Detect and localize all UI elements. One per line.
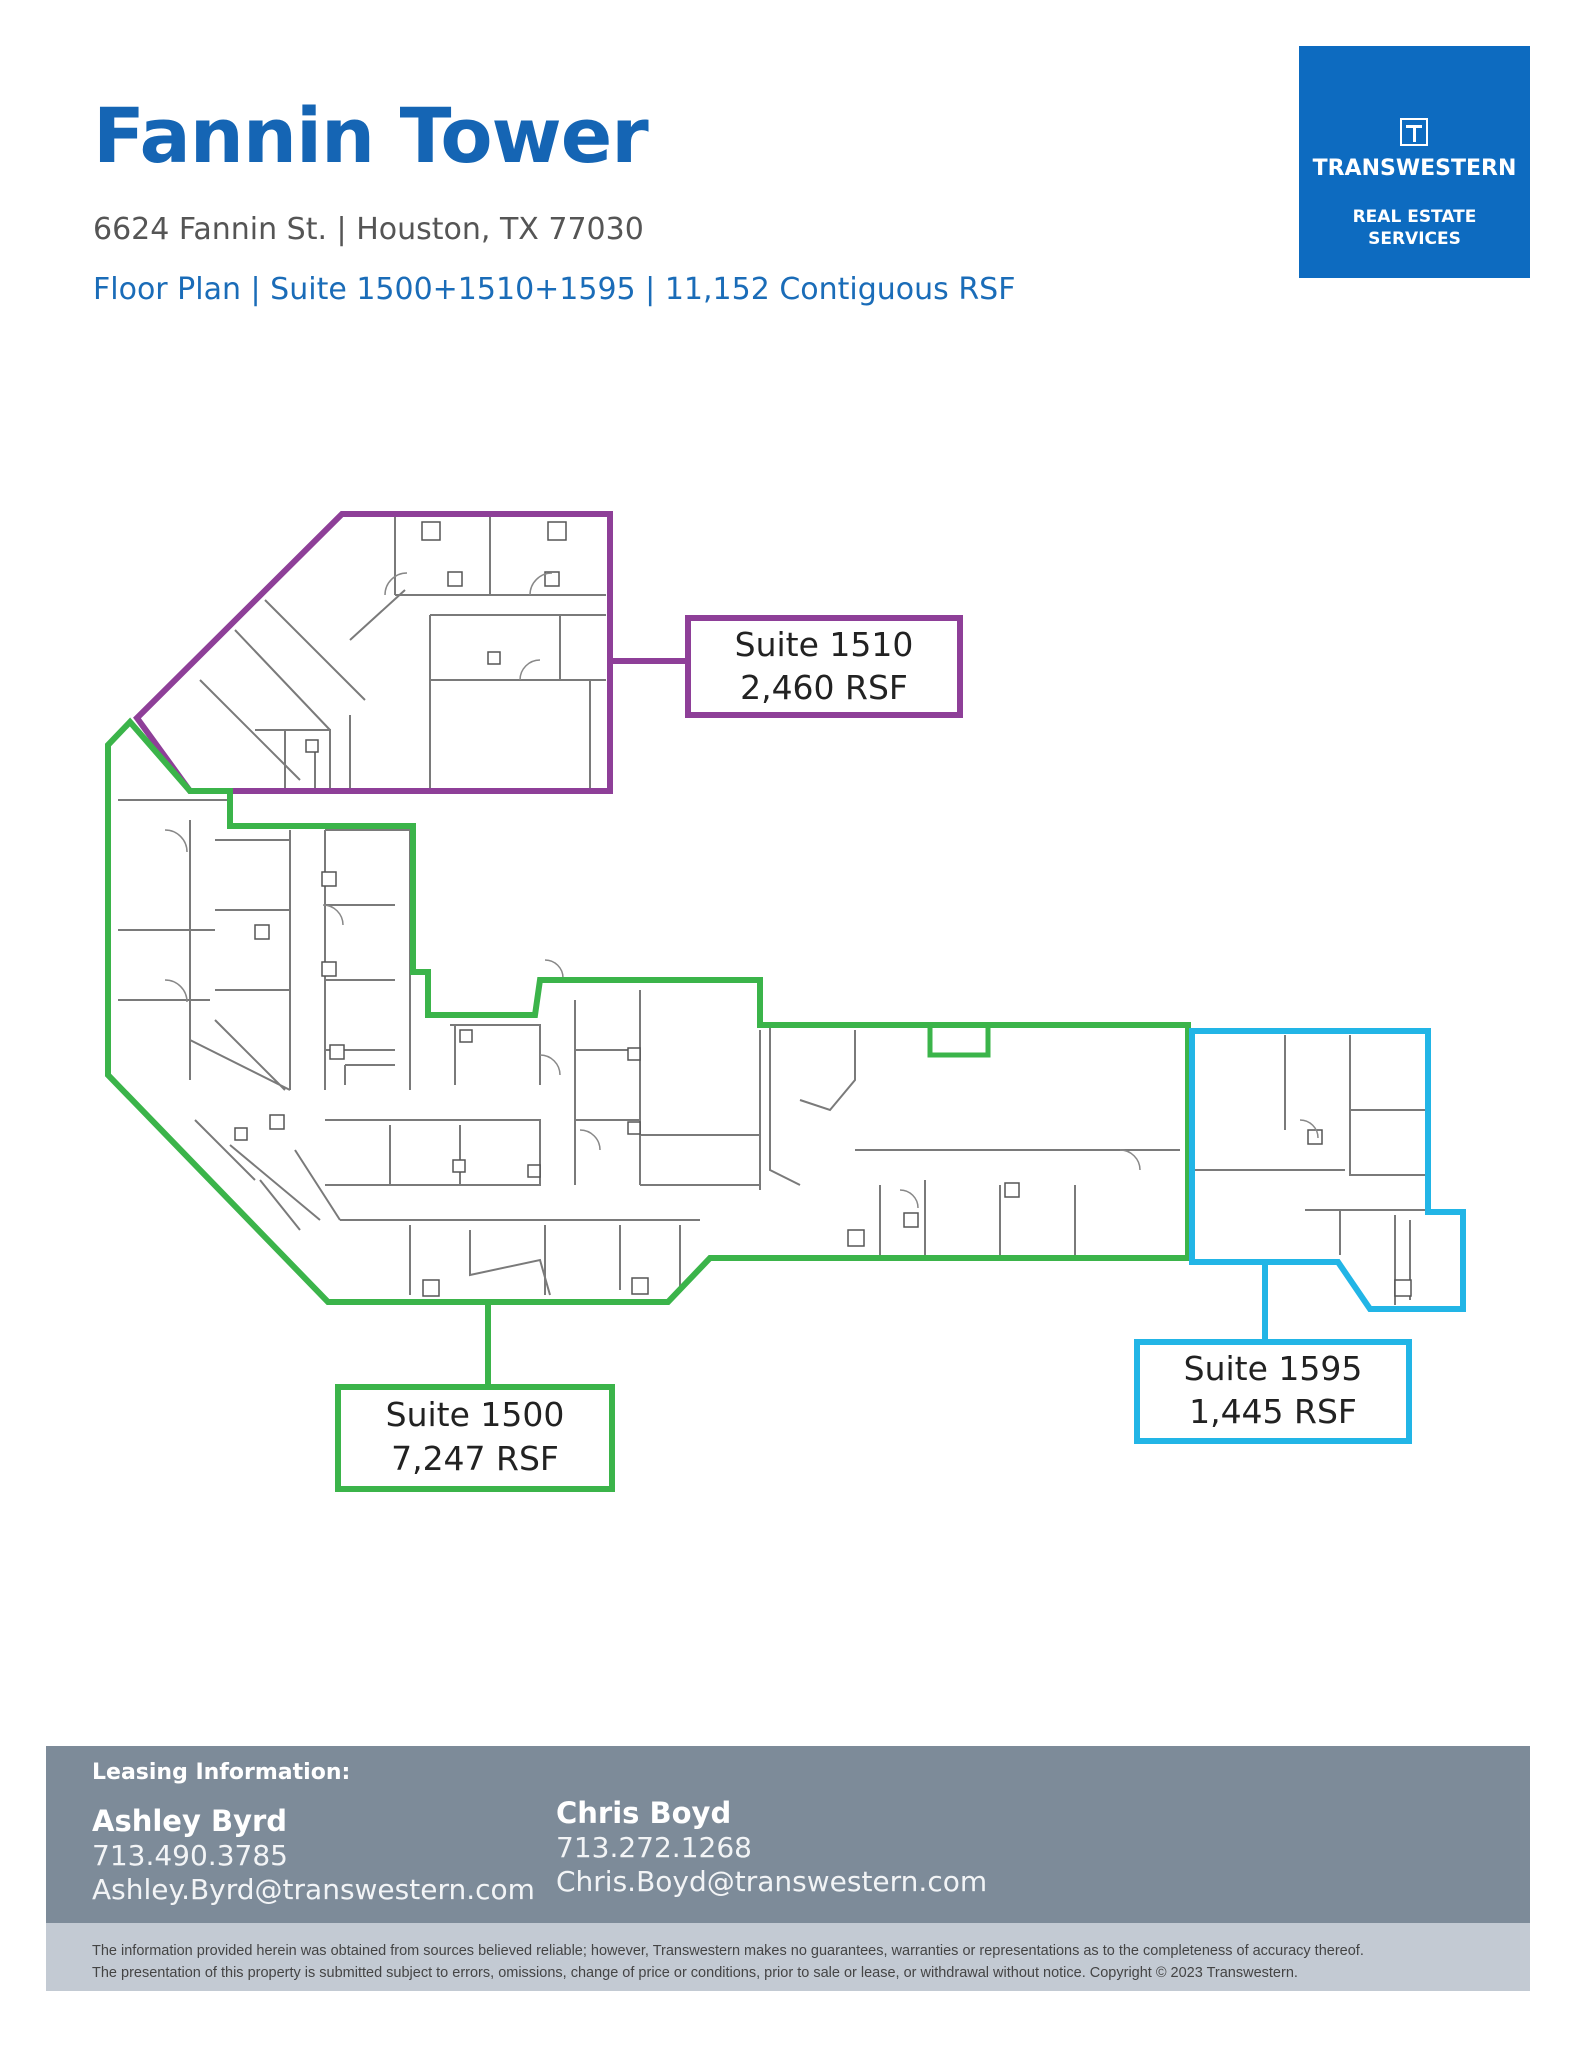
suite-1595-outline [1189,1028,1466,1312]
contact-name: Chris Boyd [556,1796,732,1830]
stair-notch [927,1025,991,1058]
suite-1500-label-box [335,1384,615,1492]
leasing-heading: Leasing Information: [92,1760,351,1785]
logo-line-2: SERVICES [1368,229,1461,249]
floor-plan-subtitle: Floor Plan | Suite 1500+1510+1595 | 11,1… [93,272,1016,307]
disclaimer: The information provided herein was obta… [46,1923,1530,1991]
suite-1510-outline [133,511,613,794]
door-swings [164,572,1319,1209]
contact-ashley-byrd: Ashley Byrd 713.490.3785 Ashley.Byrd@tra… [92,1803,535,1907]
suite-1500-outline [105,717,1191,1305]
suite-1500-rsf: 7,247 RSF [391,1439,559,1478]
disclaimer-line-2: The presentation of this property is sub… [92,1965,1298,1981]
suite-1595-rsf: 1,445 RSF [1189,1392,1357,1431]
suite-1510-name: Suite 1510 [735,625,914,664]
suite-1595-name: Suite 1595 [1184,1349,1363,1388]
contact-chris-boyd: Chris Boyd 713.272.1268 Chris.Boyd@trans… [556,1795,987,1899]
suite-1510-rsf: 2,460 RSF [740,668,908,707]
contact-email[interactable]: Ashley.Byrd@transwestern.com [92,1873,535,1906]
suite-1500-name: Suite 1500 [386,1395,565,1434]
property-address: 6624 Fannin St. | Houston, TX 77030 [93,212,644,247]
contact-phone[interactable]: 713.272.1268 [556,1831,752,1864]
contact-email[interactable]: Chris.Boyd@transwestern.com [556,1865,988,1898]
interior-walls [118,515,1425,1305]
transwestern-logo: TRANSWESTERN REAL ESTATE SERVICES [1299,46,1530,278]
contact-phone[interactable]: 713.490.3785 [92,1839,288,1872]
leasing-info-panel: Leasing Information: Ashley Byrd 713.490… [46,1746,1530,1923]
suite-1510-label-box [685,615,963,718]
contact-name: Ashley Byrd [92,1804,288,1838]
logo-name: TRANSWESTERN [1312,156,1517,181]
logo-line-1: REAL ESTATE [1352,207,1477,227]
page-title: Fannin Tower [93,91,649,180]
transwestern-t-icon [1400,118,1428,146]
disclaimer-line-1: The information provided herein was obta… [92,1943,1364,1959]
fixtures [234,521,1412,1297]
suite-1595-label-box [1134,1339,1412,1444]
